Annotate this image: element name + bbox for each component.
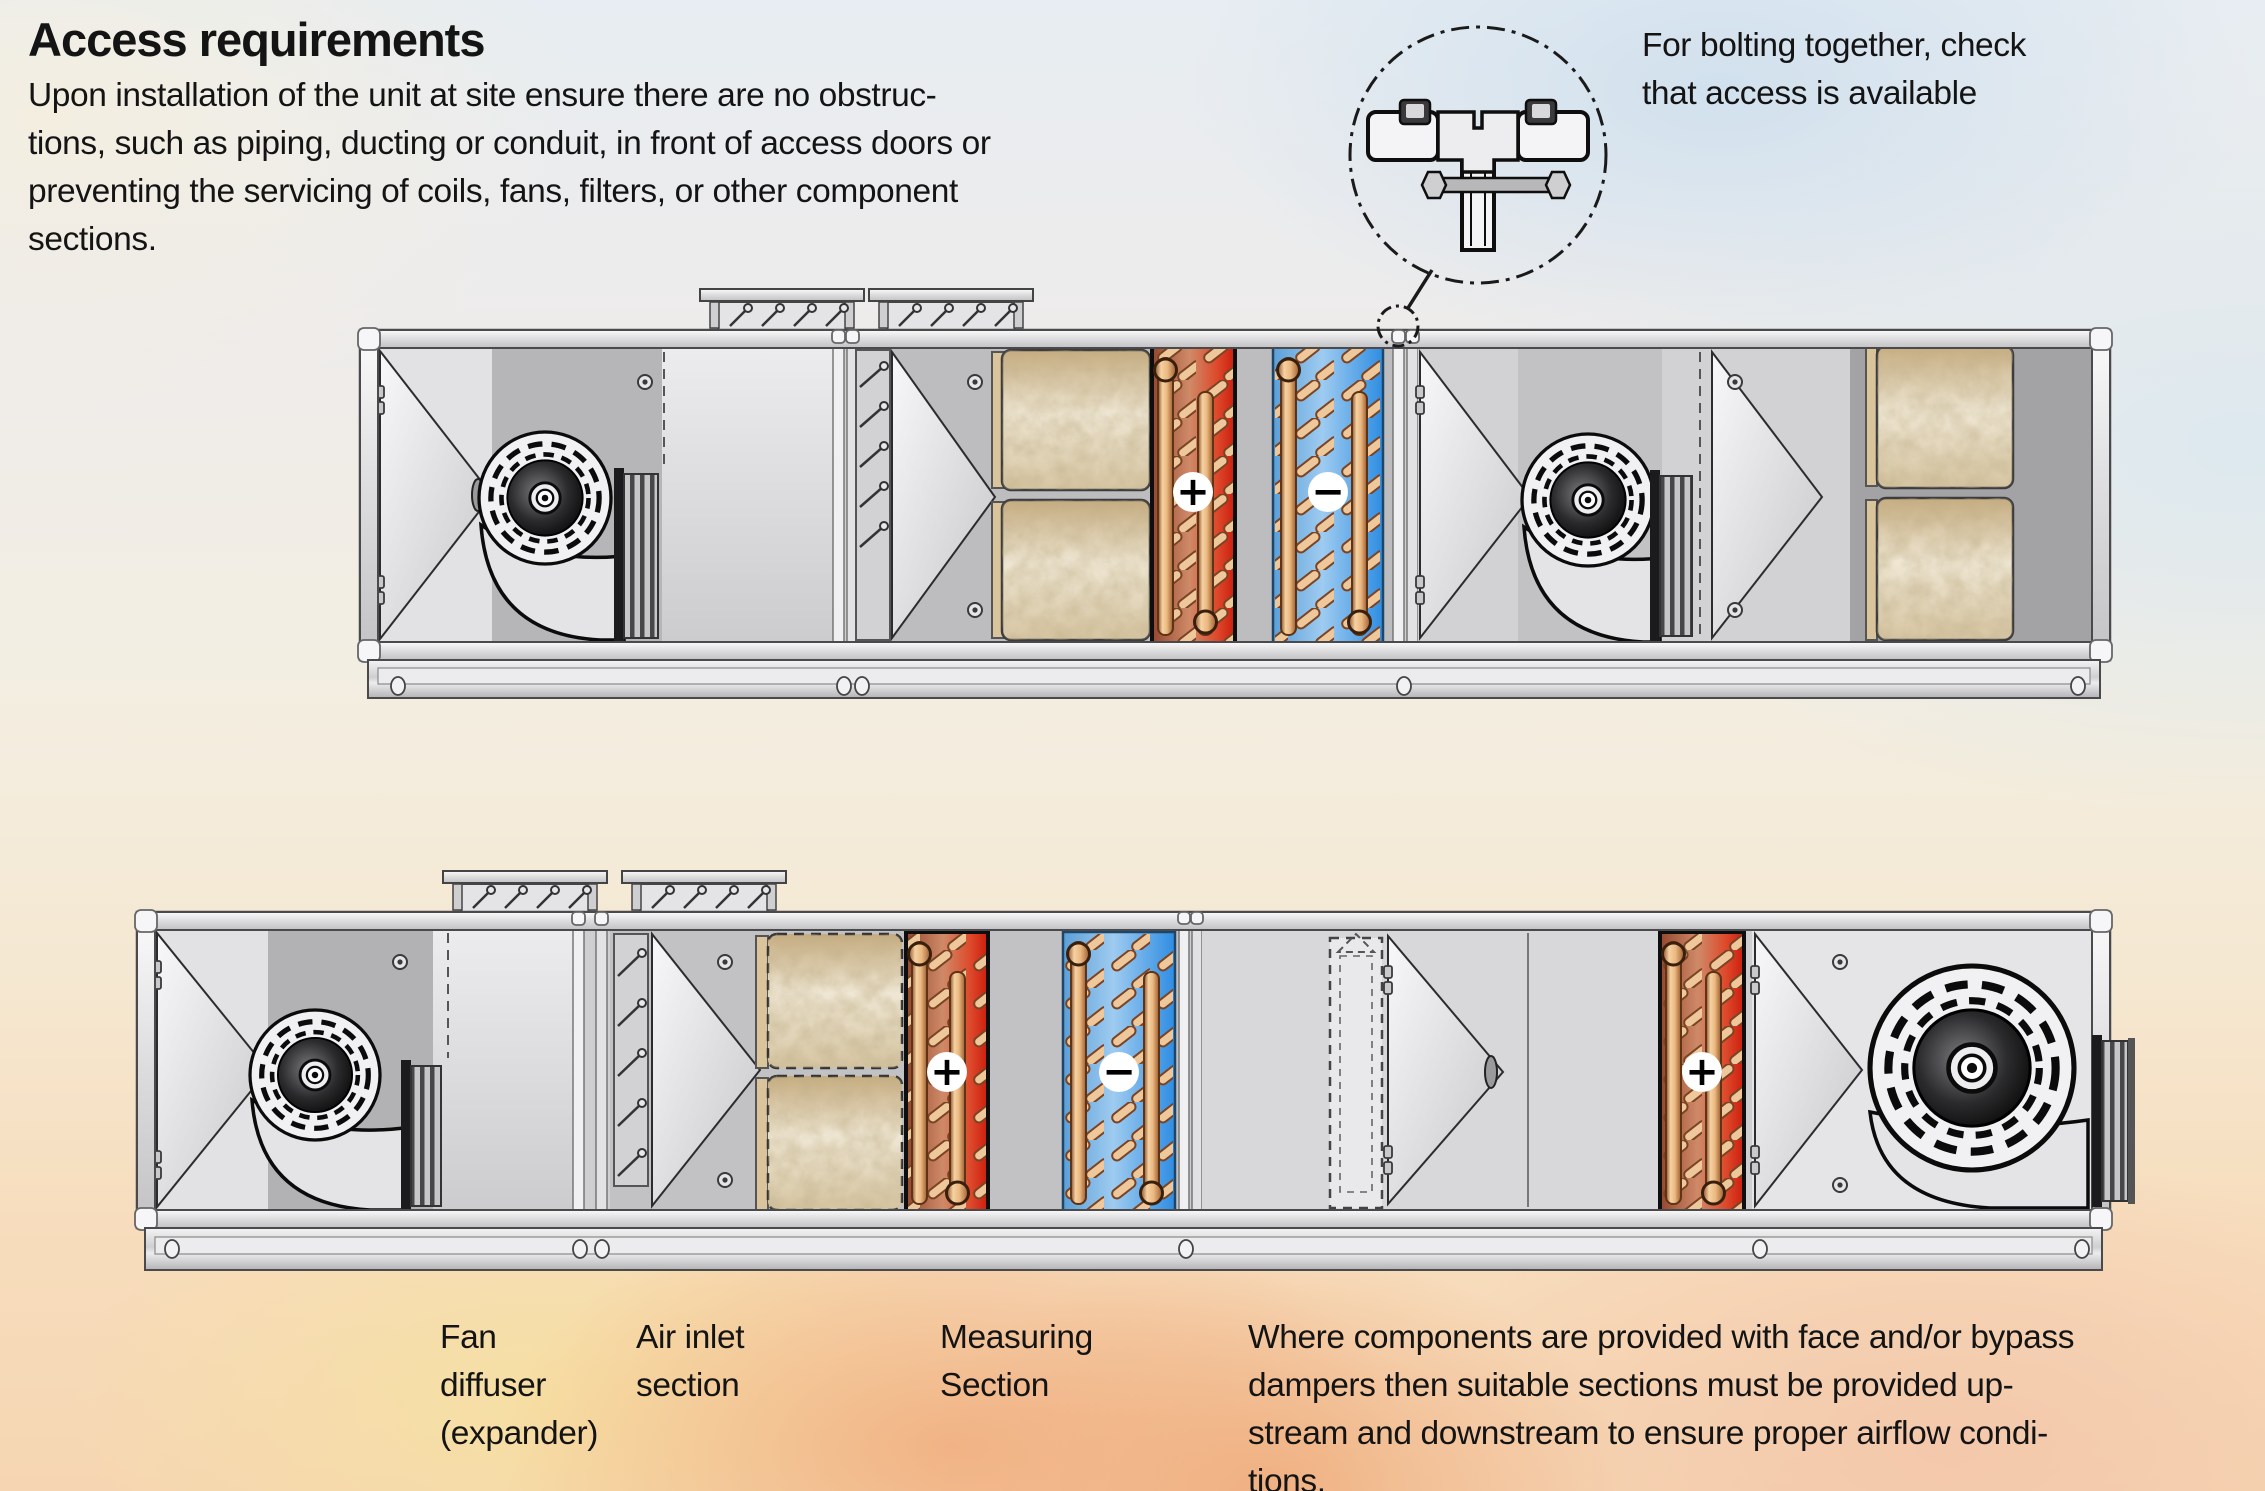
bolting-note: For bolting together, check that access … [1642,22,2026,118]
intro-line: tions, such as piping, ducting or condui… [28,125,991,162]
reheat-coil-badge: + [1682,1052,1722,1092]
panel-joint-profile-icon [1366,98,1590,252]
label-line: (expander) [440,1415,599,1452]
label-line: Fan [440,1319,497,1356]
label-line: Section [940,1367,1049,1404]
label-line: diffuser [440,1367,547,1404]
footnote-line: tions. [1248,1463,1326,1491]
base-rail [367,659,2101,699]
page-title: Access requirements [28,13,485,66]
callout-target-circle [1376,304,1420,348]
top-unit-duct-flange-right [867,287,1035,332]
access-door-triangle [156,930,270,1210]
intro-line: Upon installation of the unit at site en… [28,77,937,114]
fan-outlet-flange [614,468,624,644]
discharge-fan-section [1750,930,2092,1210]
bolt-icon [1420,170,1572,200]
bypass-damper-dashed [1328,932,1384,1210]
footnote-line: Where components are provided with face … [1248,1319,2075,1356]
heating-coil-badge: + [1173,472,1213,512]
flexible-connector [623,473,659,639]
bottom-unit-duct-flange-left [441,869,609,914]
label-fan-diffuser: Fan diffuser (expander) [440,1314,598,1458]
bottom-unit-duct-flange-right [620,869,788,914]
flexible-connector [1659,475,1693,637]
damper-measuring-section [1202,930,1746,1214]
bolting-note-line: that access is available [1642,75,1977,112]
top-unit-fan-section [375,348,833,644]
outlet-duct-connector [2092,1035,2135,1207]
fan-icon [1870,966,2074,1170]
return-fan-icon [1522,434,1654,566]
flexible-connector [410,1065,442,1207]
label-line: Measuring [940,1319,1093,1356]
air-inlet-coil-section [610,930,1180,1214]
top-unit-duct-flange-left [698,287,866,332]
bolting-detail-callout [1348,25,1608,348]
top-unit-coil-section [855,345,1393,645]
filter-panels-dashed [755,932,904,1212]
fan-icon [250,1010,380,1140]
access-door-triangle [651,931,762,1209]
footnote-line: stream and downstream to ensure proper a… [1248,1415,2048,1452]
top-unit-second-fan-section [1415,344,2092,644]
fan-diffuser-section [152,930,573,1212]
intro-paragraph: Upon installation of the unit at site en… [28,72,991,264]
access-door-triangle [1711,349,1824,641]
heating-coil [1150,345,1237,645]
label-line: section [636,1367,740,1404]
intro-line: sections. [28,221,157,258]
access-door-triangle [1387,933,1505,1207]
supply-fan-icon [479,432,611,564]
access-door-triangle [1419,349,1532,641]
access-door-triangle [1754,931,1864,1209]
intro-line: preventing the servicing of coils, fans,… [28,173,958,210]
heating-coil-badge: + [927,1052,967,1092]
filter-panels [1865,344,2015,642]
label-air-inlet: Air inlet section [636,1314,745,1410]
inlet-louver [855,349,891,641]
access-door-triangle [379,348,494,642]
label-line: Air inlet [636,1319,745,1356]
label-measuring: Measuring Section [940,1314,1093,1410]
base-rail [144,1227,2103,1271]
filter-panels [991,348,1152,642]
bottom-air-handling-unit [134,869,2135,1271]
top-air-handling-unit [357,287,2113,699]
inlet-louver [613,933,649,1187]
access-door-triangle [891,348,997,642]
cooling-coil-badge: − [1308,472,1348,512]
footnote-line: dampers then suitable sections must be p… [1248,1367,2014,1404]
bolting-note-line: For bolting together, check [1642,27,2026,64]
footnote-paragraph: Where components are provided with face … [1248,1314,2074,1491]
cooling-coil-badge: − [1099,1052,1139,1092]
